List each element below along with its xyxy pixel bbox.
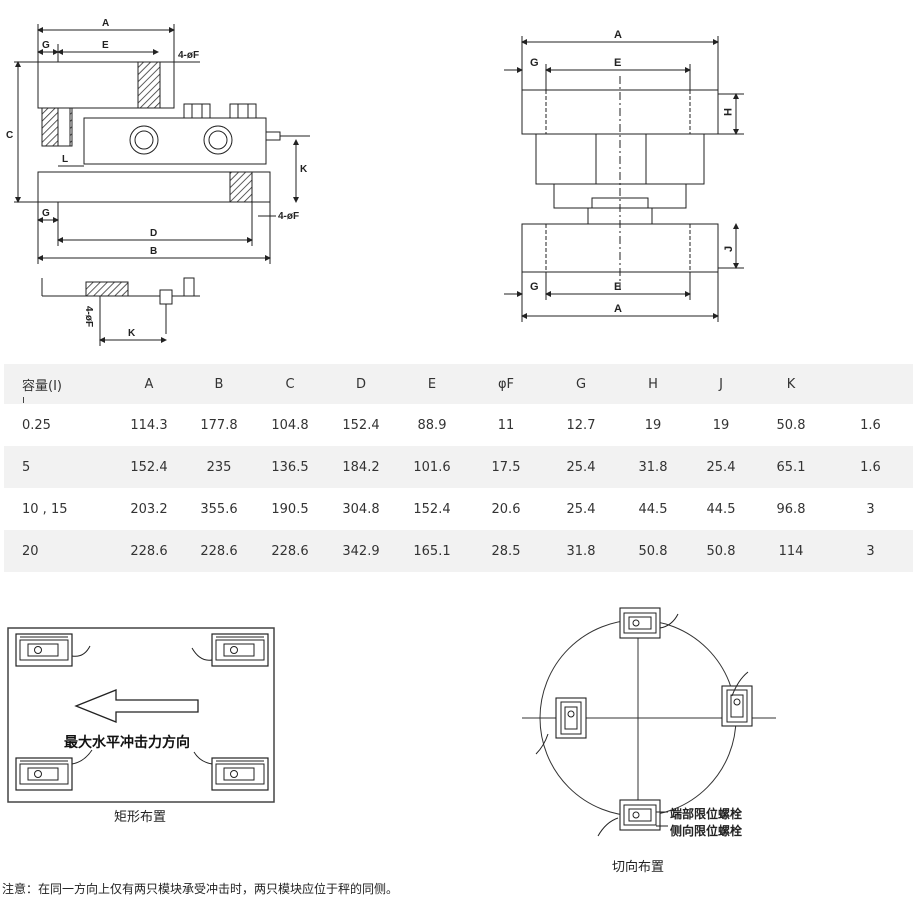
- side-view-drawing: A G E 4-øF C L K G 4-øF D B 4-øF K: [6, 18, 310, 346]
- table-cell: 5: [22, 459, 31, 475]
- dim-c-label: C: [6, 130, 13, 141]
- table-header-cell: K: [786, 376, 796, 392]
- table-cell: 342.9: [342, 543, 380, 559]
- dim-k-label: K: [300, 164, 308, 175]
- table-cell: 65.1: [776, 459, 806, 475]
- end-dim-a-top: A: [614, 29, 622, 41]
- end-dim-e-bottom: E: [614, 281, 621, 293]
- table-cell: 19: [712, 417, 730, 433]
- dim-g-top-label: G: [42, 40, 50, 51]
- table-header-cell: A: [144, 376, 154, 392]
- table-header-cell: G: [575, 376, 587, 392]
- table-cell: 152.4: [342, 417, 380, 433]
- end-dim-j: J: [723, 246, 735, 252]
- table-cell: 203.2: [130, 501, 168, 517]
- tangent-layout-caption: 切向布置: [612, 860, 665, 875]
- table-cell: 177.8: [200, 417, 238, 433]
- table-cell: 152.4: [130, 459, 168, 475]
- table-header-cell: H: [648, 376, 658, 392]
- table-cell: 104.8: [271, 417, 309, 433]
- dim-l-label: L: [62, 154, 68, 165]
- table-cell: 228.6: [130, 543, 168, 559]
- table-cell: 44.5: [638, 501, 668, 517]
- table-cell: 152.4: [413, 501, 451, 517]
- end-view-drawing: A G E H J G E A: [504, 29, 744, 322]
- table-cell: 114.3: [130, 417, 168, 433]
- table-header-cell: J: [719, 376, 723, 392]
- table-cell: 228.6: [200, 543, 238, 559]
- table-cell: 50.8: [638, 543, 668, 559]
- rect-layout-diagram: [7, 627, 275, 803]
- holes-top-label: 4-øF: [178, 50, 199, 61]
- table-cell: 19: [644, 417, 662, 433]
- table-row: 10 , 15 203.2 355.6 190.5 304.8 152.4 20…: [4, 488, 913, 530]
- table-cell: 25.4: [706, 459, 736, 475]
- table-cell: 96.8: [776, 501, 806, 517]
- table-cell: 12.7: [566, 417, 596, 433]
- table-cell: 25.4: [566, 501, 596, 517]
- table-header-cell: E: [427, 376, 437, 392]
- table-cell: 11: [497, 417, 515, 433]
- force-arrow-icon: [74, 689, 199, 723]
- dim-e-label: E: [102, 40, 109, 51]
- force-direction-label: 最大水平冲击力方向: [64, 735, 190, 751]
- table-cell: 28.5: [491, 543, 521, 559]
- table-cell: 3: [866, 501, 875, 517]
- end-bolt-label: 端部限位螺栓: [670, 807, 743, 821]
- end-dim-e-top: E: [614, 57, 621, 69]
- table-cell: 136.5: [271, 459, 309, 475]
- tangent-layout-diagram: [522, 607, 776, 837]
- table-header-row: 容量(I) A B C D E φF G H J K: [4, 364, 913, 404]
- table-cell: 31.8: [566, 543, 596, 559]
- table-header-cell: C: [285, 376, 295, 392]
- holes-detail-label: 4-øF: [83, 306, 94, 327]
- table-cell: 304.8: [342, 501, 380, 517]
- end-dim-g-bottom: G: [530, 281, 539, 293]
- holes-bottom-label: 4-øF: [278, 211, 299, 222]
- table-header-cell: [828, 364, 913, 404]
- table-row: 5 152.4 235 136.5 184.2 101.6 17.5 25.4 …: [4, 446, 913, 488]
- table-cell: 0.25: [22, 417, 51, 433]
- table-cell: 20.6: [491, 501, 521, 517]
- end-dim-g-top: G: [530, 57, 539, 69]
- table-cell: 1.6: [860, 459, 881, 475]
- table-cell: 3: [866, 543, 875, 559]
- table-cell: 25.4: [566, 459, 596, 475]
- end-dim-a-bottom: A: [614, 303, 622, 315]
- dim-g-bottom-label: G: [42, 208, 50, 219]
- table-cell: 184.2: [342, 459, 380, 475]
- table-cell: 31.8: [638, 459, 668, 475]
- side-bolt-label: 侧向限位螺栓: [670, 824, 743, 838]
- table-cell: 1.6: [860, 417, 881, 433]
- table-cell: 114: [778, 543, 804, 559]
- table-row: 0.25 114.3 177.8 104.8 152.4 88.9 11 12.…: [4, 404, 913, 446]
- table-row: 20 228.6 228.6 228.6 342.9 165.1 28.5 31…: [4, 530, 913, 572]
- table-cell: 17.5: [491, 459, 521, 475]
- dim-b-label: B: [150, 246, 157, 257]
- dim-a-label: A: [102, 18, 109, 29]
- table-cell: 228.6: [271, 543, 309, 559]
- rect-layout-caption: 矩形布置: [114, 810, 167, 825]
- table-cell: 355.6: [200, 501, 238, 517]
- table-cell: 165.1: [413, 543, 451, 559]
- table-cell: 20: [22, 543, 39, 559]
- table-header-cell: 容量(I): [4, 364, 114, 404]
- table-cell: 88.9: [417, 417, 447, 433]
- end-dim-h: H: [721, 108, 733, 116]
- table-header-cell: D: [355, 376, 366, 392]
- dimension-table: 容量(I) A B C D E φF G H J K 0.25 114.3 17…: [4, 364, 913, 572]
- table-cell: 10 , 15: [22, 501, 68, 517]
- table-cell: 44.5: [706, 501, 736, 517]
- table-header-cell: φF: [497, 376, 515, 392]
- table-cell: 50.8: [776, 417, 806, 433]
- installation-note: 注意：在同一方向上仅有两只模块承受冲击时，两只模块应位于秤的同侧。: [2, 882, 399, 896]
- dim-d-label: D: [150, 228, 157, 239]
- table-header-cell: B: [214, 376, 224, 392]
- dim-k-detail-label: K: [128, 328, 136, 339]
- table-cell: 50.8: [706, 543, 736, 559]
- table-cell: 235: [206, 459, 232, 475]
- table-cell: 101.6: [413, 459, 451, 475]
- table-cell: 190.5: [271, 501, 309, 517]
